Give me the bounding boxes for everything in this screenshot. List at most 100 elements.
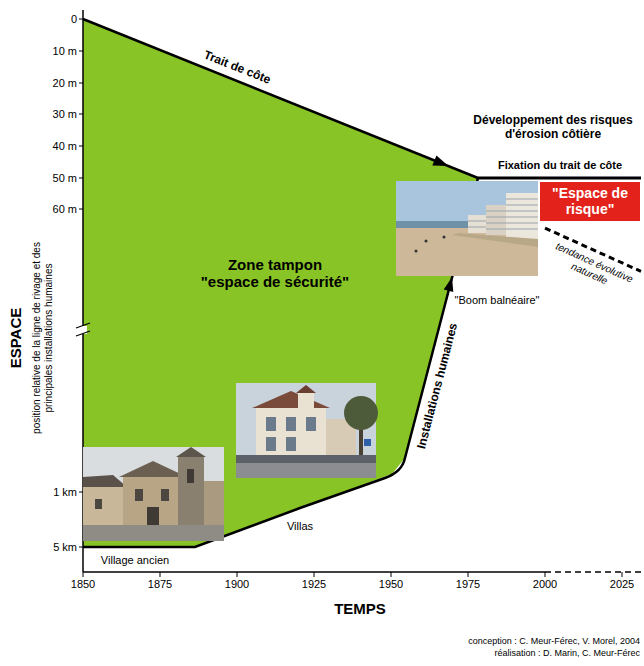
axis-title: ESPACE — [7, 308, 24, 369]
axis-subtitle: position relative de la ligne de rivage … — [31, 218, 54, 458]
label-holder: conception : C. Meur-Férec, V. Morel, 20… — [468, 636, 640, 646]
label-holder: 1975 — [456, 578, 480, 591]
fixed-coastline — [478, 177, 641, 180]
photo-balconies — [468, 199, 538, 229]
photo-roof — [119, 461, 187, 477]
axis-tick-label: 1950 — [379, 578, 403, 591]
label-holder: réalisation : D. Marin, C. Meur-Férec — [494, 648, 640, 658]
photo-house — [204, 481, 224, 527]
photo-window — [286, 417, 296, 431]
photo-sky — [83, 447, 224, 541]
photo-person — [415, 250, 418, 253]
period-label: Village ancien — [101, 554, 169, 567]
label-holder: 1 km — [53, 486, 77, 499]
axis-tick-label: 1850 — [71, 578, 95, 591]
photo-window — [135, 489, 143, 501]
axis-tick-label: 10 m — [53, 45, 77, 58]
photo-window — [161, 489, 169, 501]
photo-promenade — [452, 233, 538, 247]
label-holder: 0 — [71, 13, 77, 26]
beach-photo — [396, 181, 538, 276]
label-holder: 2000 — [533, 578, 557, 591]
label-holder: 50 m — [53, 172, 77, 185]
annotation: Développement des risques d'érosion côti… — [471, 114, 636, 142]
photo-window — [187, 469, 194, 483]
zone-fill — [83, 19, 478, 547]
axis-tick-label: 2025 — [610, 578, 634, 591]
label-holder: 5 km — [53, 541, 77, 554]
period-label: "Boom balnéaire" — [455, 294, 540, 307]
photo-window — [95, 499, 102, 509]
label-holder: 40 m — [53, 140, 77, 153]
label-holder: 20 m — [53, 77, 77, 90]
label-holder: "Boom balnéaire" — [455, 294, 540, 307]
x-axis-future — [545, 571, 641, 573]
credit-line: réalisation : D. Marin, C. Meur-Férec — [494, 648, 640, 658]
photo-building — [506, 193, 538, 239]
zone-heading: "Espace de risque" — [544, 185, 636, 217]
photo-building — [468, 215, 486, 233]
axis-tick-label: 20 m — [53, 77, 77, 90]
credit-line: conception : C. Meur-Férec, V. Morel, 20… — [468, 636, 640, 646]
photo-window — [306, 417, 316, 431]
axis-tick-label: 5 km — [53, 541, 77, 554]
photo-door — [147, 507, 159, 525]
label-holder: position relative de la ligne de rivage … — [31, 218, 54, 458]
photo-house — [83, 487, 125, 527]
label-holder: TEMPS — [334, 600, 386, 617]
axis-tick-label: 60 m — [53, 203, 77, 216]
label-holder: 2025 — [610, 578, 634, 591]
zone-subheading: "espace de sécurité" — [201, 273, 349, 290]
axis-tick-label: 1925 — [302, 578, 326, 591]
label-holder: 60 m — [53, 203, 77, 216]
photo-roof — [176, 447, 206, 457]
line-label: Fixation du trait de côte — [498, 159, 622, 172]
axis-tick-label: 30 m — [53, 108, 77, 121]
axis-tick-label: 40 m — [53, 140, 77, 153]
label-holder: Fixation du trait de côte — [498, 159, 622, 172]
village-photo — [83, 447, 224, 541]
photo-roof — [252, 391, 330, 408]
photo-window — [266, 417, 276, 431]
photo-person — [443, 236, 446, 239]
photo-building — [486, 205, 506, 235]
x-ticks — [83, 572, 622, 577]
risk-zone: "Espace de risque" — [540, 182, 640, 221]
coastline-arrowhead — [432, 155, 448, 166]
label-holder: 1925 — [302, 578, 326, 591]
label-holder: 10 m — [53, 45, 77, 58]
photo-street — [83, 525, 224, 541]
axis-tick-label: 1 km — [53, 486, 77, 499]
label-holder: 1850 — [71, 578, 95, 591]
photo-sign — [364, 439, 371, 446]
photo-fence — [236, 455, 376, 463]
label-holder: 1900 — [225, 578, 249, 591]
axis-tick-label: 1975 — [456, 578, 480, 591]
axis-tick-label: 2000 — [533, 578, 557, 591]
zone-heading: Zone tampon — [201, 256, 349, 273]
label-holder: Village ancien — [101, 554, 169, 567]
label-holder: 1950 — [379, 578, 403, 591]
label-holder: 30 m — [53, 108, 77, 121]
label-holder: 1875 — [148, 578, 172, 591]
axis-tick-label: 1875 — [148, 578, 172, 591]
axis-tick-label: 50 m — [53, 172, 77, 185]
photo-church-tower — [178, 457, 204, 525]
axis-tick-label: 1900 — [225, 578, 249, 591]
axis-title: TEMPS — [334, 600, 386, 617]
photo-road — [236, 463, 376, 478]
photo-tree — [344, 396, 378, 430]
label-holder: ESPACE — [7, 308, 24, 369]
photo-roof — [296, 385, 316, 393]
y-ticks — [79, 19, 83, 547]
photo-person — [425, 240, 428, 243]
photo-turret — [298, 393, 314, 411]
period-label: Villas — [287, 520, 313, 533]
label-holder: Villas — [287, 520, 313, 533]
villa-photo — [236, 383, 378, 478]
label-holder: Développement des risques d'érosion côti… — [471, 114, 636, 142]
photo-house — [123, 477, 183, 525]
photo-window — [286, 437, 296, 451]
